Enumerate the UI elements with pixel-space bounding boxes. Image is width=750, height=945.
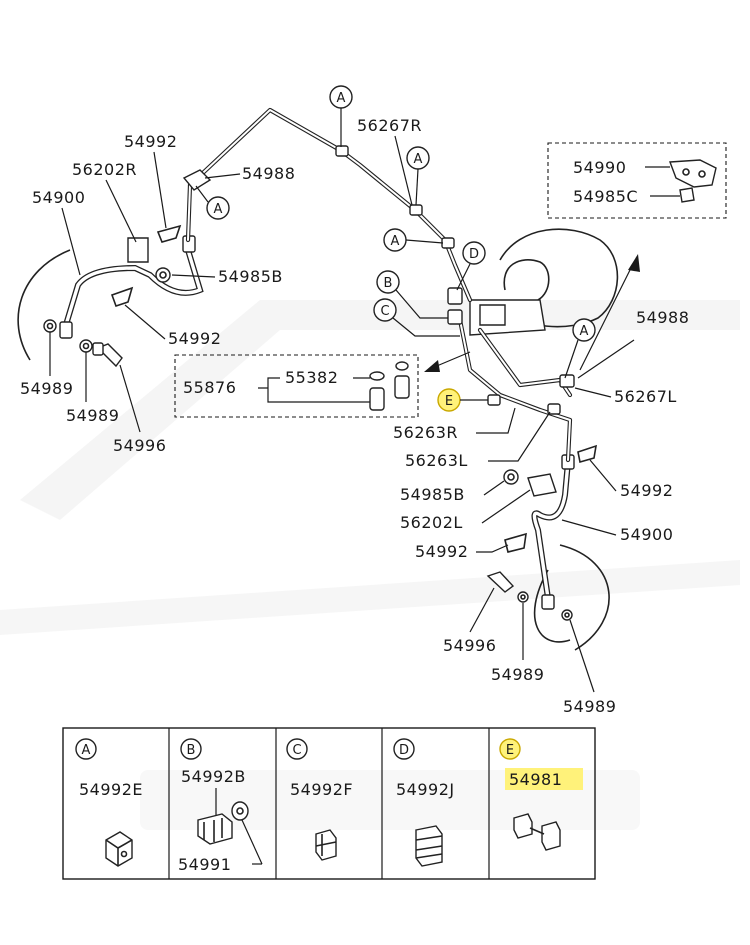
- inset-box-54990: [547, 142, 727, 219]
- brake-pipes: [182, 107, 575, 463]
- label-54989-4: 54989: [563, 697, 616, 716]
- legend-e-letter: E: [506, 743, 514, 758]
- callout-a-3: A: [214, 202, 223, 217]
- label-54989-3: 54989: [491, 665, 544, 684]
- legend-d-letter: D: [399, 743, 409, 758]
- callout-a-1: A: [337, 91, 346, 106]
- callout-a-5: A: [580, 324, 589, 339]
- label-54900-r: 54900: [620, 525, 673, 544]
- label-54988-right: 54988: [636, 308, 689, 327]
- legend-cell-b: B 54992B 54991: [178, 738, 263, 874]
- label-54996-l: 54996: [113, 436, 166, 455]
- watermark: [0, 300, 740, 830]
- legend-cell-a: A 54992E: [75, 738, 143, 867]
- callout-circles: A A A A D B C A E: [195, 85, 596, 412]
- legend-cell-e: E 54981: [499, 738, 583, 851]
- label-54992-tl: 54992: [124, 132, 177, 151]
- label-56263L: 56263L: [405, 451, 468, 470]
- label-56202R: 56202R: [72, 160, 137, 179]
- callout-c: C: [380, 304, 389, 319]
- legend-cell-d: D 54992J: [393, 738, 455, 867]
- label-54985B-l: 54985B: [218, 267, 283, 286]
- label-55876: 55876: [183, 378, 236, 397]
- label-54985C: 54985C: [573, 187, 638, 206]
- callout-e: E: [445, 394, 453, 409]
- label-54992-ml: 54992: [168, 329, 221, 348]
- inset-box-55876: [174, 354, 419, 418]
- direction-arrows: [424, 254, 640, 372]
- label-56267R: 56267R: [357, 116, 422, 135]
- callout-a-4: A: [391, 234, 400, 249]
- right-wheel-assembly: [486, 444, 610, 651]
- callout-a-2: A: [414, 152, 423, 167]
- legend-b-letter: B: [187, 743, 196, 758]
- legend-d-part: 54992J: [396, 780, 455, 799]
- label-54988-top: 54988: [242, 164, 295, 183]
- legend-e-part: 54981: [509, 770, 562, 789]
- label-54989-2: 54989: [66, 406, 119, 425]
- callout-b: B: [384, 276, 393, 291]
- label-55382: 55382: [285, 368, 338, 387]
- legend-b-extra: 54991: [178, 855, 231, 874]
- label-54992-bm: 54992: [415, 542, 468, 561]
- legend-b-part: 54992B: [181, 767, 246, 786]
- label-56267L: 56267L: [614, 387, 677, 406]
- label-54990: 54990: [573, 158, 626, 177]
- legend-a-letter: A: [82, 743, 91, 758]
- callout-d: D: [469, 247, 479, 262]
- legend-c-part: 54992F: [290, 780, 353, 799]
- label-54996-r: 54996: [443, 636, 496, 655]
- label-54985B-r: 54985B: [400, 485, 465, 504]
- part-labels: 56267R 54992 56202R 54988 54900 54985B 5…: [20, 116, 689, 716]
- legend-cell-c: C 54992F: [286, 738, 353, 861]
- label-56202L: 56202L: [400, 513, 463, 532]
- legend-table: A 54992E B 54992B 54991 C 54992F: [62, 727, 596, 880]
- legend-c-letter: C: [292, 743, 301, 758]
- label-54900-l: 54900: [32, 188, 85, 207]
- label-54989-1: 54989: [20, 379, 73, 398]
- label-56263R: 56263R: [393, 423, 458, 442]
- legend-a-part: 54992E: [79, 780, 143, 799]
- brake-booster: [469, 228, 619, 336]
- legend-e-part-highlight: [505, 768, 583, 790]
- label-54992-r: 54992: [620, 481, 673, 500]
- left-wheel-assembly: [17, 224, 204, 368]
- legend-e-highlight: [499, 738, 521, 760]
